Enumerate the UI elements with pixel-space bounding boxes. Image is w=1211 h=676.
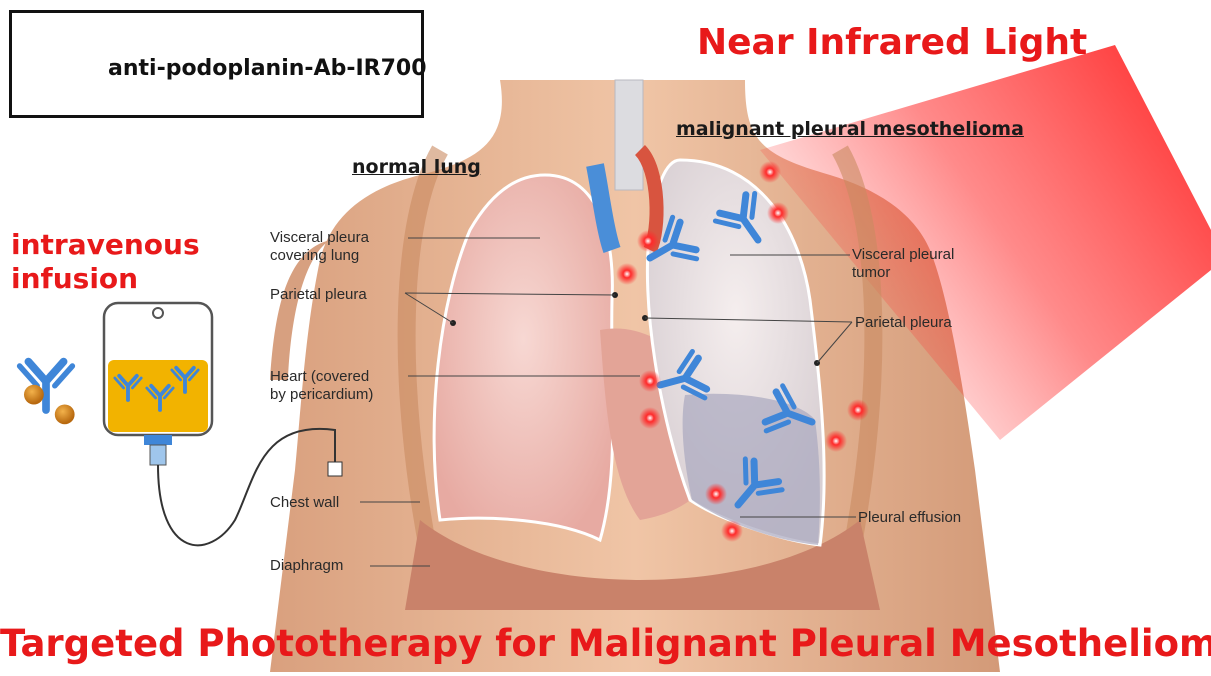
- pleural-effusion-label: Pleural effusion: [858, 509, 961, 527]
- trachea: [615, 80, 643, 190]
- visceral-pleura-label: Visceral pleura covering lung: [270, 229, 369, 265]
- near-infrared-label: Near Infrared Light: [697, 22, 1087, 63]
- parietal-pleura-left-label: Parietal pleura: [270, 286, 367, 304]
- chest-wall-label: Chest wall: [270, 494, 339, 512]
- legend-label: anti-podoplanin-Ab-IR700: [108, 56, 427, 81]
- visceral-tumor-label: Visceral pleural tumor: [852, 246, 954, 282]
- infusion-label-line2: infusion: [11, 262, 138, 295]
- heart-label: Heart (covered by pericardium): [270, 368, 373, 404]
- main-title: Targeted Phototherapy for Malignant Pleu…: [0, 622, 1211, 665]
- diaphragm-label: Diaphragm: [270, 557, 343, 575]
- normal-lung-label: normal lung: [352, 156, 481, 178]
- antibody-free-icon: [20, 362, 75, 425]
- parietal-pleura-right-label: Parietal pleura: [855, 314, 952, 332]
- tumor-lung-label: malignant pleural mesothelioma: [676, 118, 1024, 140]
- infusion-label-line1: intravenous: [11, 228, 200, 261]
